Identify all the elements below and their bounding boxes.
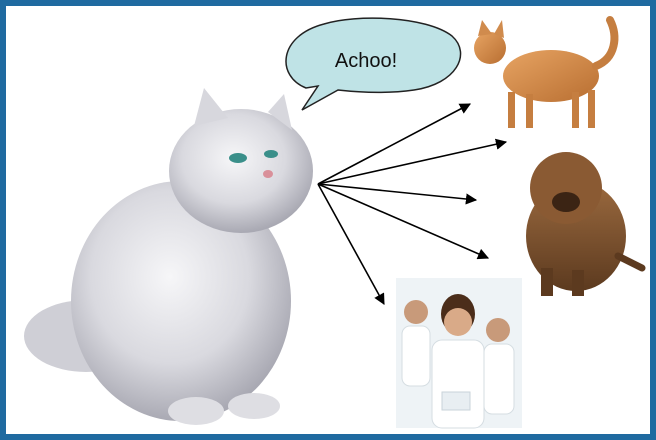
arrow-to-medical-staff (318, 184, 384, 304)
arrow-to-right-middle (318, 184, 476, 200)
medical-staff-image (396, 278, 522, 428)
tabby-cat-image (474, 20, 614, 128)
persian-cat-image (24, 88, 313, 425)
arrow-to-right-upper (318, 142, 506, 184)
arrow-to-dog (318, 184, 488, 258)
arrows (318, 104, 506, 304)
dog-image (526, 152, 642, 296)
speech-bubble-text: Achoo! (306, 50, 426, 73)
arrow-to-tabby-cat (318, 104, 470, 184)
